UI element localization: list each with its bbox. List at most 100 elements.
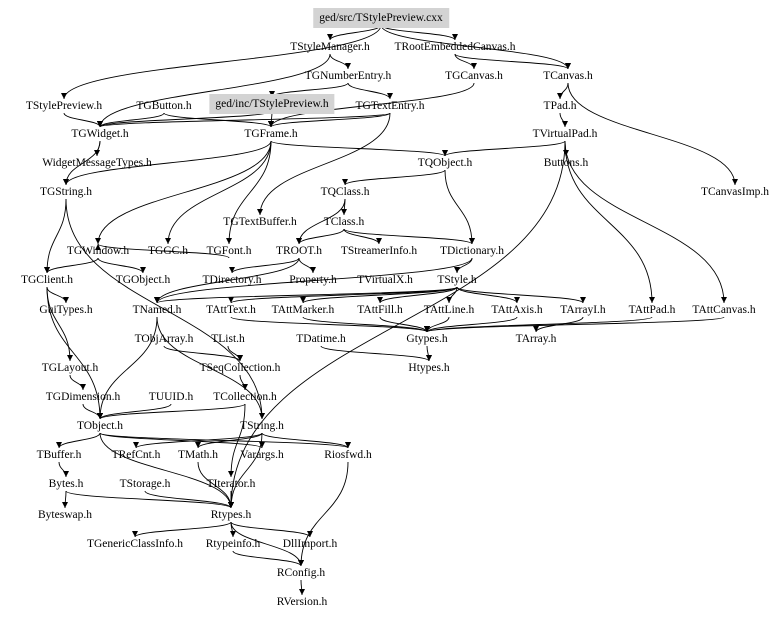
- graph-node-buttons-h[interactable]: Buttons.h: [543, 157, 589, 169]
- graph-node-tpad-h[interactable]: TPad.h: [543, 100, 577, 112]
- graph-node-troot-h[interactable]: TROOT.h: [275, 245, 323, 257]
- graph-node-dllimport-h[interactable]: DllImport.h: [282, 538, 338, 550]
- graph-node-property-h[interactable]: Property.h: [289, 274, 337, 286]
- dependency-edge: [99, 403, 246, 420]
- arrowhead-icon: [452, 34, 458, 40]
- arrowhead-icon: [94, 150, 100, 156]
- graph-node-tcollection-h[interactable]: TCollection.h: [213, 391, 277, 403]
- dependency-edge: [134, 521, 232, 538]
- graph-node-ged-src-tstylepreview-cxx[interactable]: ged/src/TStylePreview.cxx: [313, 8, 449, 28]
- dependency-edge: [300, 461, 349, 567]
- dependency-edge: [567, 82, 736, 186]
- graph-node-varargs-h[interactable]: Varargs.h: [240, 449, 284, 461]
- graph-node-tvirtualx-h[interactable]: TVirtualX.h: [357, 274, 413, 286]
- graph-node-tgnumberentry-h[interactable]: TGNumberEntry.h: [304, 70, 392, 82]
- graph-node-tstylepreview-h[interactable]: TStylePreview.h: [25, 100, 103, 112]
- graph-node-tcanvasimp-h[interactable]: TCanvasImp.h: [700, 186, 770, 198]
- graph-node-tattcanvas-h[interactable]: TAttCanvas.h: [692, 304, 756, 316]
- graph-node-tgclient-h[interactable]: TGClient.h: [20, 274, 74, 286]
- graph-node-tdatime-h[interactable]: TDatime.h: [296, 333, 346, 345]
- graph-node-tgstring-h[interactable]: TGString.h: [39, 186, 93, 198]
- graph-node-tarrayi-h[interactable]: TArrayI.h: [560, 304, 606, 316]
- graph-node-titerator-h[interactable]: TIterator.h: [206, 478, 256, 490]
- graph-node-tarray-h[interactable]: TArray.h: [515, 333, 557, 345]
- graph-node-tobjarray-h[interactable]: TObjArray.h: [134, 333, 194, 345]
- graph-node-rtypes-h[interactable]: Rtypes.h: [210, 509, 252, 521]
- arrowhead-icon: [565, 63, 571, 69]
- graph-node-tgtextentry-h[interactable]: TGTextEntry.h: [355, 100, 425, 112]
- graph-node-tstylemanager-h[interactable]: TStyleManager.h: [290, 41, 370, 53]
- graph-node-tgfont-h[interactable]: TGFont.h: [206, 245, 252, 257]
- graph-node-tgcanvas-h[interactable]: TGCanvas.h: [445, 70, 503, 82]
- graph-node-tvirtualpad-h[interactable]: TVirtualPad.h: [532, 128, 598, 140]
- graph-node-tattaxis-h[interactable]: TAttAxis.h: [491, 304, 543, 316]
- arrowhead-icon: [345, 442, 351, 448]
- graph-node-tglayout-h[interactable]: TGLayout.h: [41, 362, 99, 374]
- graph-node-tstreamerinfo-h[interactable]: TStreamerInfo.h: [340, 245, 418, 257]
- arrowhead-icon: [228, 471, 234, 477]
- graph-node-tattmarker-h[interactable]: TAttMarker.h: [271, 304, 335, 316]
- graph-node-tmath-h[interactable]: TMath.h: [178, 449, 218, 461]
- dependency-edge: [347, 82, 391, 100]
- graph-node-tuuid-h[interactable]: TUUID.h: [148, 391, 194, 403]
- arrowhead-icon: [62, 502, 68, 508]
- graph-node-gtypes-h[interactable]: Gtypes.h: [406, 333, 448, 345]
- graph-node-tgobject-h[interactable]: TGObject.h: [115, 274, 171, 286]
- arrowhead-icon: [424, 326, 430, 332]
- graph-node-tqclass-h[interactable]: TQClass.h: [320, 186, 370, 198]
- graph-node-tqobject-h[interactable]: TQObject.h: [417, 157, 473, 169]
- graph-node-tattfill-h[interactable]: TAttFill.h: [357, 304, 403, 316]
- graph-node-tgtextbuffer-h[interactable]: TGTextBuffer.h: [223, 216, 297, 228]
- graph-node-tgdimension-h[interactable]: TGDimension.h: [45, 391, 121, 403]
- graph-node-tatttext-h[interactable]: TAttText.h: [206, 304, 256, 316]
- graph-node-tclass-h[interactable]: TClass.h: [323, 216, 365, 228]
- graph-node-tobject-h[interactable]: TObject.h: [76, 420, 124, 432]
- dependency-edge: [343, 228, 380, 245]
- dependency-edge: [444, 140, 566, 157]
- graph-node-tgframe-h[interactable]: TGFrame.h: [244, 128, 298, 140]
- graph-node-tgwindow-h[interactable]: TGWindow.h: [66, 245, 130, 257]
- dependency-edge: [144, 490, 232, 509]
- graph-node-tattpad-h[interactable]: TAttPad.h: [628, 304, 676, 316]
- graph-node-tggc-h[interactable]: TGGC.h: [148, 245, 188, 257]
- graph-node-widgetmessagetypes-h[interactable]: WidgetMessageTypes.h: [42, 157, 152, 169]
- graph-node-htypes-h[interactable]: Htypes.h: [408, 362, 450, 374]
- graph-node-tlist-h[interactable]: TList.h: [211, 333, 245, 345]
- arrowhead-icon: [63, 297, 69, 303]
- graph-node-tgbutton-h[interactable]: TGButton.h: [136, 100, 192, 112]
- graph-node-byteswap-h[interactable]: Byteswap.h: [38, 509, 92, 521]
- arrowhead-icon: [387, 93, 393, 99]
- graph-node-tstring-h[interactable]: TString.h: [240, 420, 284, 432]
- arrowhead-icon: [61, 93, 67, 99]
- dependency-edge: [197, 432, 263, 449]
- dependency-edge: [99, 316, 158, 420]
- graph-node-tgwidget-h[interactable]: TGWidget.h: [71, 128, 129, 140]
- dependency-edge: [63, 112, 101, 128]
- arrowhead-icon: [154, 297, 160, 303]
- graph-node-trefcnt-h[interactable]: TRefCnt.h: [111, 449, 161, 461]
- arrowhead-icon: [228, 502, 234, 508]
- dependency-edge: [99, 53, 331, 128]
- graph-node-bytes-h[interactable]: Bytes.h: [48, 478, 84, 490]
- dependency-edge: [343, 228, 473, 245]
- graph-node-tstorage-h[interactable]: TStorage.h: [119, 478, 171, 490]
- graph-node-tnamed-h[interactable]: TNamed.h: [132, 304, 182, 316]
- arrowhead-icon: [259, 442, 265, 448]
- graph-node-rconfig-h[interactable]: RConfig.h: [276, 567, 326, 579]
- graph-node-tstyle-h[interactable]: TStyle.h: [437, 274, 477, 286]
- graph-node-riosfwd-h[interactable]: Riosfwd.h: [324, 449, 372, 461]
- graph-node-tdictionary-h[interactable]: TDictionary.h: [439, 245, 505, 257]
- graph-node-trootembeddedcanvas-h[interactable]: TRootEmbeddedCanvas.h: [394, 41, 516, 53]
- graph-node-tgenericclassinfo-h[interactable]: TGenericClassInfo.h: [86, 538, 184, 550]
- graph-node-rtypeinfo-h[interactable]: Rtypeinfo.h: [205, 538, 261, 550]
- graph-node-ged-inc-tstylepreview-h[interactable]: ged/inc/TStylePreview.h: [209, 94, 335, 114]
- arrowhead-icon: [469, 238, 475, 244]
- graph-node-tbuffer-h[interactable]: TBuffer.h: [36, 449, 82, 461]
- graph-node-tseqcollection-h[interactable]: TSeqCollection.h: [199, 362, 281, 374]
- graph-node-tdirectory-h[interactable]: TDirectory.h: [202, 274, 262, 286]
- arrowhead-icon: [342, 179, 348, 185]
- graph-node-tattline-h[interactable]: TAttLine.h: [423, 304, 475, 316]
- graph-node-guitypes-h[interactable]: GuiTypes.h: [39, 304, 93, 316]
- graph-node-tcanvas-h[interactable]: TCanvas.h: [543, 70, 593, 82]
- graph-node-rversion-h[interactable]: RVersion.h: [276, 596, 328, 608]
